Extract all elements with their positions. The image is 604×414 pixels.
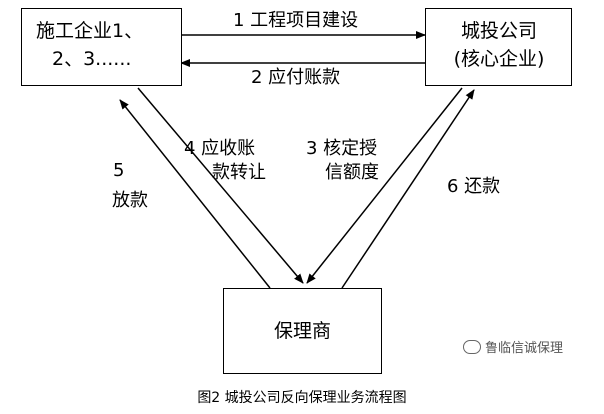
- arrow-repayment: [341, 89, 475, 289]
- contractor-line-1: 施工企业1、: [36, 20, 144, 42]
- edge-label-3-line-1: 3 核定授: [306, 138, 378, 159]
- arrow-loan: [119, 99, 271, 289]
- city-investment-line-1: 城投公司: [460, 20, 537, 42]
- figure-caption: 图2 城投公司反向保理业务流程图: [197, 390, 407, 406]
- arrow-credit-line: [306, 87, 463, 284]
- contractor-line-2: 2、3......: [52, 48, 132, 70]
- edge-label-5-line-1: 5: [113, 160, 125, 181]
- city-investment-box: [425, 8, 572, 86]
- edge-label-2: 2 应付账款: [251, 67, 341, 88]
- edge-label-4-line-1: 4 应收账: [184, 138, 256, 159]
- city-investment-line-2: (核心企业): [453, 48, 545, 70]
- edge-label-1: 1 工程项目建设: [233, 10, 359, 31]
- wechat-icon: [463, 340, 481, 354]
- factor-box: [223, 288, 382, 374]
- edge-label-3-line-2: 信额度: [325, 162, 379, 183]
- edge-label-4-line-2: 款转让: [212, 162, 266, 183]
- arrow-receivable-transfer: [137, 87, 304, 284]
- watermark: 鲁临信诚保理: [463, 337, 563, 356]
- contractor-box: [21, 8, 182, 86]
- edge-label-6: 6 还款: [447, 176, 501, 197]
- factor-label: 保理商: [273, 320, 331, 342]
- edge-label-5-line-2: 放款: [112, 190, 148, 211]
- watermark-text: 鲁临信诚保理: [485, 341, 564, 356]
